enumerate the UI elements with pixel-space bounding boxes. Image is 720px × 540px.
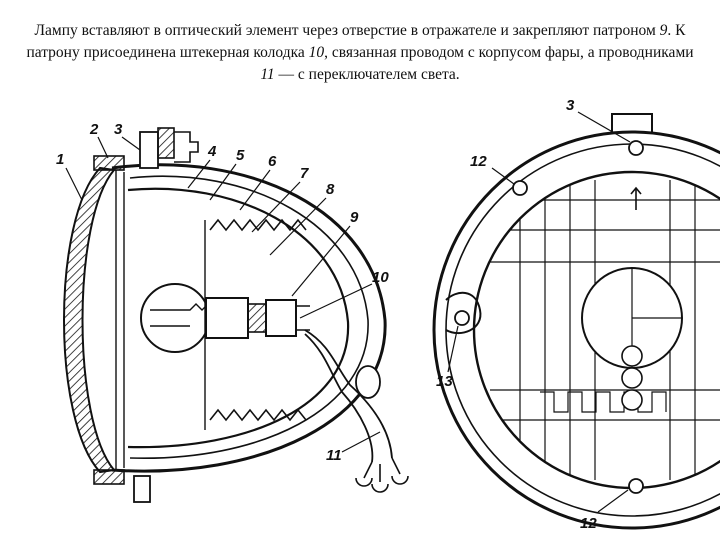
callouts: 1 2 3 4 5 6 7 8 9 10 11 3 12 13 12 xyxy=(56,97,597,532)
callout-1: 1 xyxy=(56,151,64,168)
callout-3: 3 xyxy=(114,121,123,138)
callout-11: 11 xyxy=(326,447,342,464)
callout-12-lower: 12 xyxy=(580,515,597,532)
housing-body xyxy=(111,163,387,473)
rim-bottom xyxy=(93,469,125,485)
spring-top xyxy=(209,218,307,232)
callout-6: 6 xyxy=(268,153,277,170)
mount-screw-left xyxy=(454,310,470,326)
front-view xyxy=(432,111,720,530)
adjust-screw-bottom xyxy=(133,475,151,503)
side-section-view xyxy=(63,127,409,503)
mount-screw-bottom xyxy=(628,478,644,494)
outer-rim xyxy=(432,130,720,530)
callout-13: 13 xyxy=(436,373,453,390)
rim-top xyxy=(93,155,125,171)
wire-bundle xyxy=(304,329,393,463)
leader-lines-right xyxy=(447,111,631,513)
callout-7: 7 xyxy=(300,165,309,182)
top-tab xyxy=(611,113,653,132)
lens-glass xyxy=(63,166,116,474)
adjust-screw-top-front xyxy=(628,140,644,156)
callout-2: 2 xyxy=(89,121,99,138)
mount-screw-left-upper xyxy=(512,180,528,196)
callout-4: 4 xyxy=(207,143,217,160)
spring-bottom xyxy=(209,408,307,422)
callout-9: 9 xyxy=(350,209,359,226)
plug-connector xyxy=(265,299,297,337)
callout-5: 5 xyxy=(236,147,245,164)
lamp-bulb xyxy=(140,283,210,353)
callout-10: 10 xyxy=(372,269,389,286)
adjust-screw-top xyxy=(139,131,159,169)
callout-8: 8 xyxy=(326,181,335,198)
reflector xyxy=(127,187,350,449)
leader-lines-left xyxy=(65,136,381,453)
caption: Лампу вставляют в оптический элемент чер… xyxy=(26,22,694,83)
wire-grommet xyxy=(355,365,381,399)
lamp-socket xyxy=(205,297,249,339)
callout-3-front: 3 xyxy=(566,97,575,114)
callout-12-upper: 12 xyxy=(470,153,487,170)
